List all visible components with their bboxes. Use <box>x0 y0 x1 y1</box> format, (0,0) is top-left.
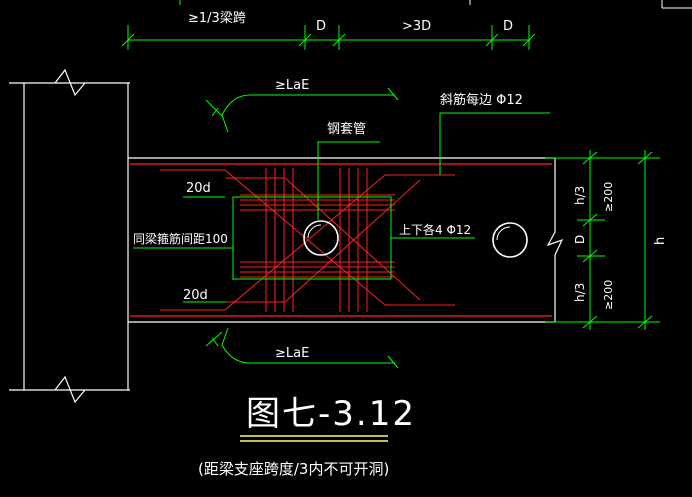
frame-marks <box>469 0 692 9</box>
drawing-title: 图七-3.12 <box>246 394 416 434</box>
label-top-bottom-bars: 上下各4 Φ12 <box>399 222 471 237</box>
right-200-top: ≥200 <box>602 182 615 212</box>
right-dimension-chain <box>545 150 660 330</box>
dim-top-d-right: D <box>503 19 513 34</box>
label-20d-top: 20d <box>186 181 211 196</box>
beam-longitudinal-rebars <box>130 163 552 317</box>
top-dimension-chain <box>121 0 536 50</box>
right-d: D <box>573 235 587 244</box>
diagonal-bar-leader <box>439 112 550 175</box>
beam-outline <box>128 157 564 323</box>
dim-top-d-left: D <box>316 19 326 34</box>
lae-top-label: ≥LaE <box>275 78 309 93</box>
20d-leaders <box>183 196 225 303</box>
opening-2 <box>492 222 528 258</box>
right-h3-top: h/3 <box>573 186 587 205</box>
right-h: h <box>653 237 668 245</box>
lae-top-dimension <box>205 87 399 133</box>
label-steel-sleeve: 钢套管 <box>327 121 366 137</box>
title-underline <box>240 435 388 442</box>
label-diagonal-bars: 斜筋每边 Φ12 <box>440 92 523 108</box>
lae-bottom-dimension <box>205 327 399 369</box>
label-20d-bottom: 20d <box>183 288 208 303</box>
drawing-note: (距梁支座跨度/3内不可开洞) <box>198 460 389 478</box>
opening-1 <box>303 220 339 256</box>
sleeve-leader <box>317 141 380 220</box>
pipe-openings <box>303 220 528 258</box>
column <box>9 68 130 404</box>
right-200-bottom: ≥200 <box>602 280 615 310</box>
label-stirrup-spacing: 同梁箍筋间距100 <box>133 231 228 246</box>
dim-top-beam-span: ≥1/3梁跨 <box>188 11 246 26</box>
right-h3-bottom: h/3 <box>573 283 587 302</box>
lae-bottom-label: ≥LaE <box>275 346 309 361</box>
dim-top-3d: >3D <box>402 19 431 34</box>
